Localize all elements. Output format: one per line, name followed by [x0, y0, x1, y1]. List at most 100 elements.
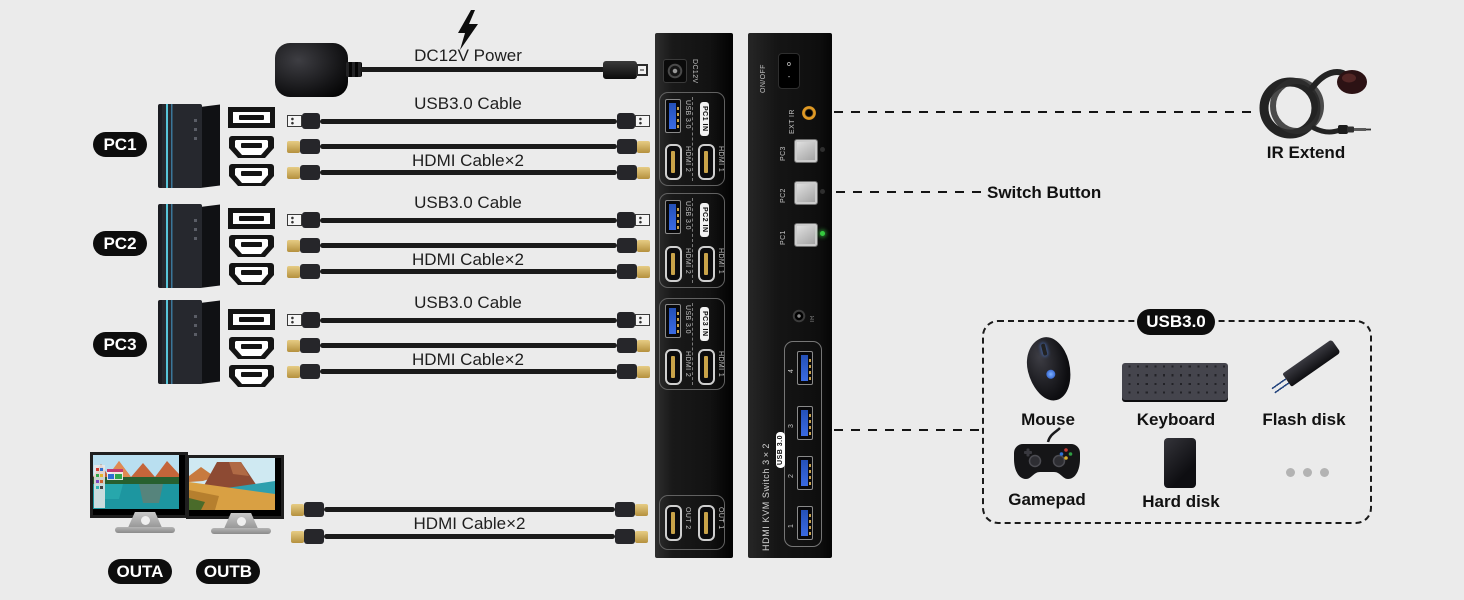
- hdmi-cable-label-pc2: HDMI Cable×2: [412, 250, 524, 269]
- switch-button-leader-line: [836, 191, 984, 193]
- usb3-port: [665, 304, 681, 338]
- pc1-led-indicator: [820, 231, 825, 236]
- pc2-led-indicator: [820, 189, 825, 194]
- monitor-outa-wallpaper: [93, 455, 179, 509]
- out2-label: OUT 2: [684, 507, 691, 530]
- keyboard-label: Keyboard: [1136, 410, 1216, 429]
- ellipsis-dots: [1286, 468, 1329, 477]
- usb-cable-pc1: [287, 113, 650, 129]
- gamepad-label: Gamepad: [1008, 490, 1086, 509]
- usb-port-number: 4: [788, 368, 795, 373]
- hdmi1-port: [698, 246, 715, 282]
- pc2-label: PC2: [103, 233, 137, 253]
- usb-port-icon: [228, 309, 275, 330]
- usb-port-icon: [228, 107, 275, 128]
- usb3-port-label: USB 3.0: [684, 201, 691, 230]
- hdmi-cable-out-b: [291, 529, 648, 544]
- hdmi-cable-pc3-b: [287, 364, 650, 379]
- hdmi-cable-pc1-a: [287, 139, 650, 154]
- usb3-box-title: USB3.0: [1146, 312, 1206, 331]
- dc-barrel-connector: [603, 61, 637, 79]
- keyboard-icon: [1122, 363, 1228, 400]
- pc2-button-label: PC2: [780, 188, 787, 203]
- hdmi2-port-label: HDMI 2: [684, 248, 691, 275]
- hdmi2-port-label: HDMI 2: [684, 146, 691, 173]
- out1-label: OUT 1: [717, 507, 724, 530]
- hdmi1-port: [698, 349, 715, 385]
- hard-disk-label: Hard disk: [1142, 492, 1220, 511]
- outb-label: OUTB: [203, 561, 253, 581]
- pc1-select-button: [794, 223, 818, 247]
- hdmi-cable-pc1-b: [287, 165, 650, 180]
- usb-port-number: 3: [788, 423, 795, 428]
- usb3-port: [665, 200, 681, 234]
- pc3-button-label: PC3: [780, 146, 787, 161]
- usb-cable-pc3: [287, 312, 650, 328]
- lightning-icon: [458, 10, 478, 50]
- dc-power-label: DC12V Power: [414, 46, 522, 65]
- power-rocker-switch: o -: [778, 53, 800, 89]
- monitor-outa: [90, 452, 188, 518]
- pc1-in-pill: PC1 IN: [700, 102, 709, 136]
- mouse-label: Mouse: [1021, 410, 1075, 429]
- pc3-tower-icon: [158, 300, 220, 386]
- hdmi-port-icon: [229, 136, 274, 158]
- hdmi2-port: [665, 144, 682, 180]
- pc1-in-group: USB 3.0 PC1 IN HDMI 2 HDMI 1: [659, 92, 725, 186]
- group-divider: [692, 198, 693, 283]
- ext-ir-leader-line: [834, 111, 1258, 113]
- usb3-port: [665, 99, 681, 133]
- hdmi-out1-port: [698, 505, 715, 541]
- pc1-button-label: PC1: [780, 230, 787, 245]
- outa-label: OUTA: [116, 561, 164, 581]
- hdmi-port-icon: [229, 235, 274, 257]
- pc3-in-pill: PC3 IN: [700, 307, 709, 341]
- power-cable: [360, 67, 605, 72]
- usb3-hub-port-3: [797, 406, 813, 440]
- hdmi-port-icon: [229, 164, 274, 186]
- front-usb-group: 4 3 2 1 USB 3.0: [776, 341, 822, 547]
- kvm-back-panel: DC12V USB 3.0 PC1 IN HDMI 2 HDMI 1 USB 3…: [655, 33, 733, 558]
- pc2-label-pill: PC2: [93, 231, 147, 256]
- usb-cable-label-pc1: USB3.0 Cable: [414, 94, 522, 113]
- usb3-hub-port-1: [797, 506, 813, 540]
- pc1-label: PC1: [103, 134, 137, 154]
- ir-extend-receiver: [1259, 69, 1371, 139]
- dc-label: DC12V: [691, 59, 698, 84]
- hdmi-port-icon: [229, 365, 274, 387]
- hdmi1-port-label: HDMI 1: [717, 248, 724, 275]
- hdmi-cable-pc2-a: [287, 238, 650, 253]
- ext-ir-jack: [802, 106, 816, 120]
- pc2-select-button: [794, 181, 818, 205]
- hdmi1-port-label: HDMI 1: [717, 146, 724, 173]
- usb-cable-pc2: [287, 212, 650, 228]
- dc-barrel-tip: [636, 64, 648, 76]
- hdmi-port-icon: [229, 263, 274, 285]
- monitor-outb-base: [211, 528, 271, 534]
- hdmi-out2-port: [665, 505, 682, 541]
- front-usb-label: USB 3.0: [776, 432, 785, 468]
- pc1-tower-icon: [158, 104, 220, 190]
- ir-extend-label: IR Extend: [1266, 143, 1346, 162]
- hard-disk-icon: [1164, 438, 1196, 488]
- usb3-hub-port-2: [797, 456, 813, 490]
- usb-port-number: 1: [788, 523, 795, 528]
- pc2-in-group: USB 3.0 PC2 IN HDMI 2 HDMI 1: [659, 193, 725, 288]
- usb3-hub-port-4: [797, 351, 813, 385]
- outa-label-pill: OUTA: [108, 559, 172, 584]
- usb-cable-label-pc2: USB3.0 Cable: [414, 193, 522, 212]
- hdmi-cable-pc3-a: [287, 338, 650, 353]
- hdmi-cable-label-pc3: HDMI Cable×2: [412, 350, 524, 369]
- pc3-label: PC3: [103, 334, 137, 354]
- ir-jack-label: IR: [810, 315, 816, 322]
- monitor-outa-stand: [127, 512, 163, 530]
- model-name: HDMI KVM Switch 3×2: [761, 443, 771, 551]
- group-divider: [692, 97, 693, 181]
- pc3-label-pill: PC3: [93, 332, 147, 357]
- usb3-box-pill: USB3.0: [1137, 309, 1215, 335]
- usb-port-number: 2: [788, 473, 795, 478]
- pc2-in-pill: PC2 IN: [700, 203, 709, 237]
- power-cable-strain-relief: [346, 62, 362, 77]
- flash-disk-label: Flash disk: [1262, 410, 1346, 429]
